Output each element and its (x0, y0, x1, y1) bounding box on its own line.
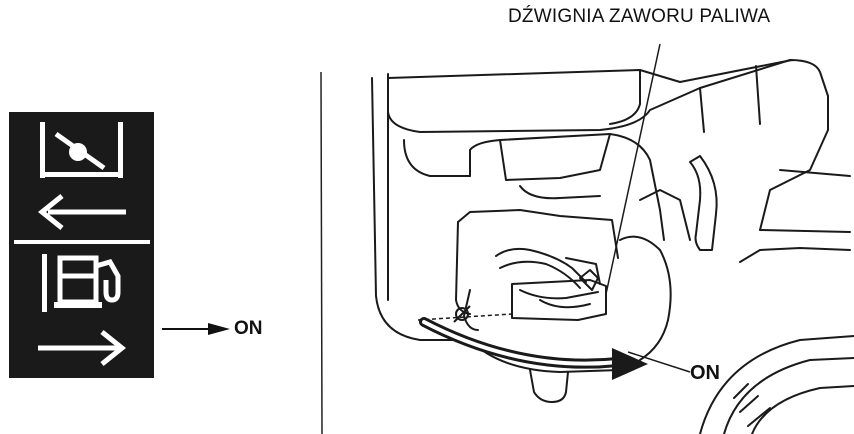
fuel-pump-icon (42, 254, 121, 312)
fuel-valve-lever-label: DŹWIGNIA ZAWORU PALIWA (508, 6, 771, 27)
on-label-symbol: ON (234, 318, 263, 339)
panel-divider (14, 240, 150, 244)
valve-reference-dash (417, 313, 513, 321)
on-label-engine: ON (690, 362, 720, 384)
engine-housing-left (371, 77, 471, 341)
figure-divider (320, 71, 323, 434)
flywheel-arc (699, 335, 854, 434)
lever-motion-arrow (419, 317, 648, 380)
lever-knob (453, 305, 471, 323)
fuel-tank-outline (387, 59, 829, 231)
fuel-valve-lever (511, 279, 607, 321)
carburetor-body (469, 133, 665, 241)
label-leader-line (605, 43, 661, 295)
arrow-right-icon (38, 330, 127, 366)
choke-rod (689, 155, 718, 251)
on-leader-line (627, 351, 691, 373)
arrow-left-icon (37, 194, 126, 230)
choke-symbol-icon (40, 122, 123, 178)
on-pointer-arrow (162, 323, 230, 335)
